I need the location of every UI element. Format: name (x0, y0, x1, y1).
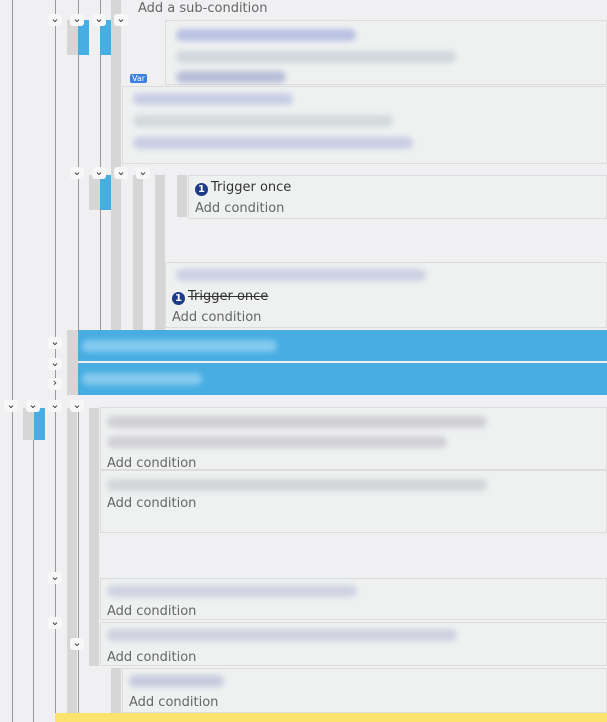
highlighted-event[interactable] (55, 713, 607, 722)
collapse-chevron-icon[interactable]: ⌄ (136, 166, 150, 179)
collapse-chevron-icon[interactable]: ⌄ (92, 166, 106, 179)
collapse-chevron-icon[interactable]: ⌄ (70, 13, 84, 26)
trigger-once-icon: 1 (195, 183, 208, 196)
event-gutter[interactable] (133, 175, 143, 330)
collapse-chevron-icon[interactable]: ⌄ (48, 616, 62, 629)
add-condition-link[interactable]: Add condition (107, 456, 197, 471)
tree-line (100, 0, 101, 330)
condition-panel: Add condition (100, 470, 607, 533)
condition-text: Trigger once (188, 289, 269, 304)
selected-event-marker[interactable] (100, 175, 111, 210)
condition-panel: Add condition (100, 622, 607, 666)
selected-event-marker[interactable] (100, 20, 111, 55)
collapse-chevron-icon[interactable]: ⌄ (114, 166, 128, 179)
event-gutter[interactable] (89, 408, 99, 666)
collapse-chevron-icon[interactable]: ⌄ (70, 637, 84, 650)
expand-chevron-icon[interactable]: › (48, 377, 62, 390)
tree-line (78, 405, 79, 722)
collapse-chevron-icon[interactable]: ⌄ (70, 166, 84, 179)
collapse-chevron-icon[interactable]: ⌄ (48, 571, 62, 584)
event-gutter[interactable] (111, 668, 121, 713)
event-gutter[interactable] (155, 175, 165, 330)
add-condition-link[interactable]: Add condition (172, 310, 262, 325)
collapse-chevron-icon[interactable]: ⌄ (4, 399, 18, 412)
collapse-chevron-icon[interactable]: ⌄ (114, 13, 128, 26)
variable-badge: Var (130, 74, 148, 83)
event-gutter[interactable] (67, 408, 77, 722)
condition-panel: Add condition (100, 578, 607, 620)
add-condition-link[interactable]: Add condition (195, 201, 285, 216)
collapse-chevron-icon[interactable]: ⌄ (48, 13, 62, 26)
condition-panel (122, 86, 607, 164)
add-condition-link[interactable]: Add condition (107, 604, 197, 619)
selected-event-marker[interactable] (78, 20, 89, 55)
event-gutter[interactable] (67, 330, 78, 395)
condition-text: Trigger once (211, 180, 292, 195)
add-condition-link[interactable]: Add condition (107, 496, 197, 511)
tree-line (33, 405, 34, 722)
event-gutter[interactable] (177, 175, 187, 217)
collapse-chevron-icon[interactable]: ⌄ (92, 13, 106, 26)
collapse-chevron-icon[interactable]: ⌄ (26, 399, 40, 412)
condition-panel: Add condition (100, 407, 607, 471)
collapse-chevron-icon[interactable]: ⌄ (48, 399, 62, 412)
add-condition-link[interactable]: Add condition (107, 650, 197, 665)
trigger-once-icon: 1 (172, 292, 185, 305)
collapse-chevron-icon[interactable]: ⌄ (48, 357, 62, 370)
selected-comment-event[interactable] (78, 330, 607, 361)
add-sub-condition-link[interactable]: Add a sub-condition (138, 1, 268, 16)
tree-line (78, 0, 79, 330)
selected-event-marker[interactable] (34, 408, 45, 440)
event-gutter[interactable] (111, 0, 121, 330)
collapse-chevron-icon[interactable]: ⌄ (48, 336, 62, 349)
condition-panel: Add condition (122, 668, 607, 713)
collapse-chevron-icon[interactable]: ⌄ (70, 399, 84, 412)
add-condition-link[interactable]: Add condition (129, 695, 219, 710)
tree-line (12, 0, 13, 722)
condition-panel (165, 20, 607, 85)
selected-group-event[interactable] (78, 363, 607, 395)
